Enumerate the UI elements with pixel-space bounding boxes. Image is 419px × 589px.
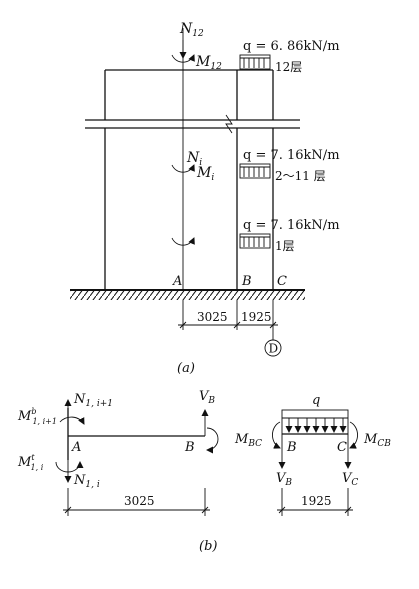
load-box-1	[239, 233, 271, 249]
break-symbol	[225, 114, 233, 134]
load-2-11-floor: 2～11 层	[275, 169, 326, 183]
load-box-12	[239, 54, 271, 70]
load-box-2-11	[239, 163, 271, 179]
span-ab-label: 3025	[197, 310, 228, 324]
n-bot-label: N1, i	[73, 473, 100, 490]
moment-top-label: M12	[195, 54, 222, 72]
load-1-floor: 1层	[275, 239, 295, 253]
point-a-b-label: A	[71, 440, 81, 455]
span-ab-b-label: 3025	[124, 494, 155, 508]
moment-cb-arc	[349, 421, 358, 449]
dimension-line-b1	[63, 488, 210, 516]
caption-b: (b)	[199, 539, 217, 554]
point-b-b-label: B	[184, 440, 195, 455]
point-b-label: B	[241, 274, 252, 289]
moment-mid-label: Mi	[196, 165, 214, 183]
load-12-value: q = 6. 86kN/m	[243, 39, 340, 54]
span-bc-b-label: 1925	[301, 494, 332, 508]
point-c-label: C	[277, 274, 287, 289]
v-b-label: VB	[199, 389, 215, 406]
m-cb-label: MCB	[363, 432, 391, 449]
moment-top-arc	[171, 54, 195, 63]
axis-bubble-label: D	[269, 342, 279, 356]
dimension-line-b2	[277, 488, 353, 516]
point-b2-label: B	[286, 440, 297, 455]
load-box-bc	[281, 409, 349, 435]
caption-a: (a)	[177, 361, 195, 376]
point-c2-label: C	[337, 440, 347, 455]
moment-top-b-arc	[59, 416, 85, 425]
ground-support	[70, 289, 305, 300]
v-b2-label: VB	[276, 471, 292, 488]
load-1-value: q = 7. 16kN/m	[243, 218, 340, 233]
figure-a: N12 M12 q = 6. 86kN/m 12层 Ni Mi	[70, 21, 340, 376]
q-label: q	[312, 393, 320, 408]
moment-bc-arc	[272, 421, 281, 449]
axis-bubble	[264, 339, 282, 357]
dimension-line-a	[178, 300, 278, 340]
frame-beams	[85, 69, 300, 134]
load-2-11-value: q = 7. 16kN/m	[243, 148, 340, 163]
point-a-label: A	[172, 274, 182, 289]
axial-mid-label: Ni	[186, 150, 202, 168]
v-c-label: VC	[342, 471, 358, 488]
m-bc-label: MBC	[234, 432, 262, 449]
axial-top-label: N12	[179, 21, 204, 39]
n-top-label: N1, i+1	[73, 392, 113, 409]
moment-mid-arc	[171, 164, 195, 173]
frame-columns	[104, 70, 274, 290]
moment-b-end-arc	[206, 427, 219, 454]
moment-low-arc	[171, 237, 195, 246]
load-12-floor: 12层	[275, 60, 302, 74]
span-bc-label: 1925	[241, 310, 272, 324]
